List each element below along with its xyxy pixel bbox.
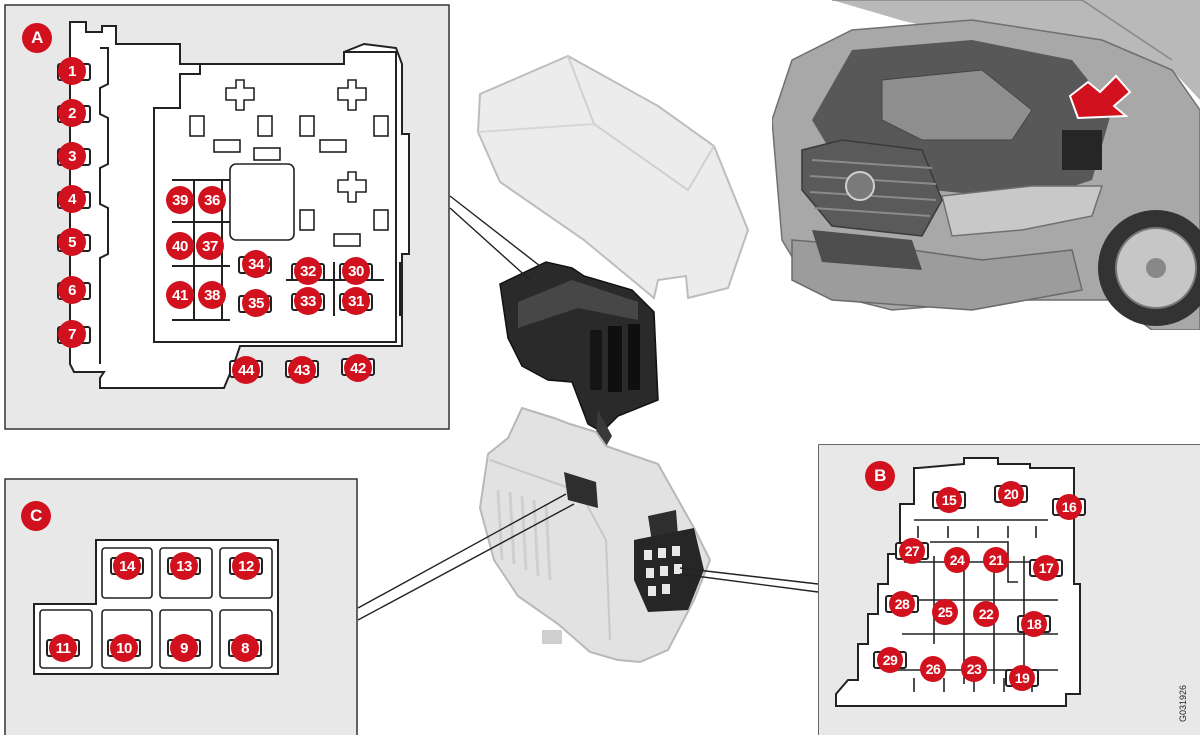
fuse-30: 30 — [342, 257, 370, 285]
fuse-box-cover — [476, 54, 750, 300]
fuse-17: 17 — [1033, 555, 1059, 581]
fuse-11: 11 — [49, 634, 77, 662]
fuse-13: 13 — [170, 552, 198, 580]
panel-a-label: A — [22, 23, 52, 53]
fuse-42: 42 — [344, 354, 372, 382]
fuse-panel-c-diagram — [4, 478, 358, 735]
fuse-10: 10 — [110, 634, 138, 662]
fuse-2: 2 — [58, 99, 86, 127]
fuse-28: 28 — [889, 591, 915, 617]
fuse-15: 15 — [936, 487, 962, 513]
fuse-41: 41 — [166, 281, 194, 309]
fuse-3: 3 — [58, 142, 86, 170]
fuse-36: 36 — [198, 186, 226, 214]
fuse-43: 43 — [288, 356, 316, 384]
fuse-25: 25 — [932, 599, 958, 625]
fuse-38: 38 — [198, 281, 226, 309]
fuse-33: 33 — [294, 287, 322, 315]
fuse-16: 16 — [1056, 494, 1082, 520]
fuse-40: 40 — [166, 232, 194, 260]
fuse-26: 26 — [920, 656, 946, 682]
fuse-19: 19 — [1009, 665, 1035, 691]
fuse-37: 37 — [196, 232, 224, 260]
fuse-7: 7 — [58, 320, 86, 348]
fuse-box-base — [478, 406, 712, 664]
fuse-box-illustration — [476, 54, 750, 664]
fuse-23: 23 — [961, 656, 987, 682]
fuse-1: 1 — [58, 57, 86, 85]
fuse-24: 24 — [944, 547, 970, 573]
fuse-panel-c: C — [4, 478, 358, 735]
fuse-14: 14 — [113, 552, 141, 580]
fuse-31: 31 — [342, 287, 370, 315]
fuse-holder-block — [499, 261, 659, 450]
fuse-29: 29 — [877, 647, 903, 673]
fuse-4: 4 — [58, 185, 86, 213]
fuse-6: 6 — [58, 276, 86, 304]
fuse-9: 9 — [170, 634, 198, 662]
fuse-20: 20 — [998, 481, 1024, 507]
fuse-21: 21 — [983, 547, 1009, 573]
car-engine-bay-illustration — [772, 0, 1200, 330]
location-arrow — [1068, 74, 1132, 120]
fuse-5: 5 — [58, 228, 86, 256]
fuse-44: 44 — [232, 356, 260, 384]
panel-b-label: B — [865, 461, 895, 491]
fuse-8: 8 — [231, 634, 259, 662]
fuse-22: 22 — [973, 601, 999, 627]
fuse-39: 39 — [166, 186, 194, 214]
fuse-12: 12 — [232, 552, 260, 580]
panel-c-label: C — [21, 501, 51, 531]
figure-code: G031926 — [1178, 684, 1188, 722]
fuse-32: 32 — [294, 257, 322, 285]
fuse-27: 27 — [899, 538, 925, 564]
fuse-35: 35 — [242, 289, 270, 317]
fuse-34: 34 — [242, 250, 270, 278]
fuse-18: 18 — [1021, 611, 1047, 637]
